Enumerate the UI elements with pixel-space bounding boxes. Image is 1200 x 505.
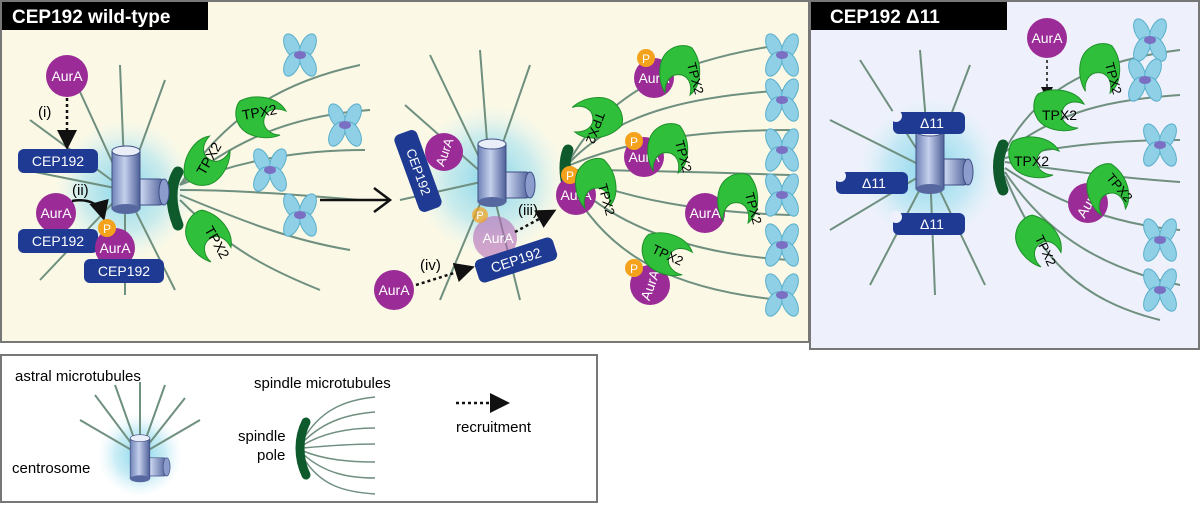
- step-ii: (ii): [72, 182, 89, 199]
- phospho-label: P: [630, 262, 638, 276]
- phospho-label: P: [566, 169, 574, 183]
- panel-wildtype: CEP192 wild-type: [0, 0, 810, 343]
- phospho-label: P: [476, 210, 483, 222]
- legend-astral-label: astral microtubules: [15, 368, 141, 385]
- legend-spindle-pole-label-1: spindle: [238, 428, 286, 445]
- panel-wildtype-title: CEP192 wild-type: [12, 7, 170, 28]
- aura-label: AurA: [51, 68, 83, 84]
- cep192-label: CEP192: [32, 153, 84, 169]
- legend-recruitment-label: recruitment: [456, 419, 532, 436]
- legend-spindle-pole: [295, 417, 311, 480]
- tpx2-label: TPX2: [1042, 107, 1077, 123]
- aura-label: AurA: [482, 230, 514, 246]
- legend-spindle-mt-label: spindle microtubules: [254, 375, 391, 392]
- step-iii: (iii): [518, 202, 538, 219]
- step-i: (i): [38, 104, 51, 121]
- spindle-pole-right: [993, 139, 1009, 196]
- aura-label: AurA: [40, 205, 72, 221]
- aura-label: AurA: [1031, 30, 1063, 46]
- delta11-label: Δ11: [862, 175, 886, 191]
- aura-label: AurA: [689, 205, 721, 221]
- delta11-label: Δ11: [920, 115, 944, 131]
- spindle-pole-left: [166, 166, 184, 231]
- aura-label: AurA: [99, 240, 131, 256]
- phospho-label: P: [642, 52, 650, 66]
- phospho-label: P: [630, 135, 638, 149]
- cep192-label: CEP192: [32, 233, 84, 249]
- panel-delta11-title: CEP192 Δ11: [830, 7, 940, 28]
- panel-delta11: CEP192 Δ11: [809, 0, 1200, 350]
- step-iv: (iv): [420, 257, 441, 274]
- delta11-label: Δ11: [920, 216, 944, 232]
- legend: astral microtubules centrosome spindle m…: [0, 354, 598, 503]
- cep192-label: CEP192: [98, 263, 150, 279]
- tpx2-label: TPX2: [1014, 153, 1049, 169]
- aura-label: AurA: [378, 282, 410, 298]
- legend-spindle-microtubules: [302, 396, 376, 495]
- legend-spindle-pole-label-2: pole: [257, 447, 285, 464]
- tpx2-label: TPX2: [241, 101, 278, 123]
- legend-centrosome-label: centrosome: [12, 460, 90, 477]
- phospho-label: P: [103, 222, 111, 236]
